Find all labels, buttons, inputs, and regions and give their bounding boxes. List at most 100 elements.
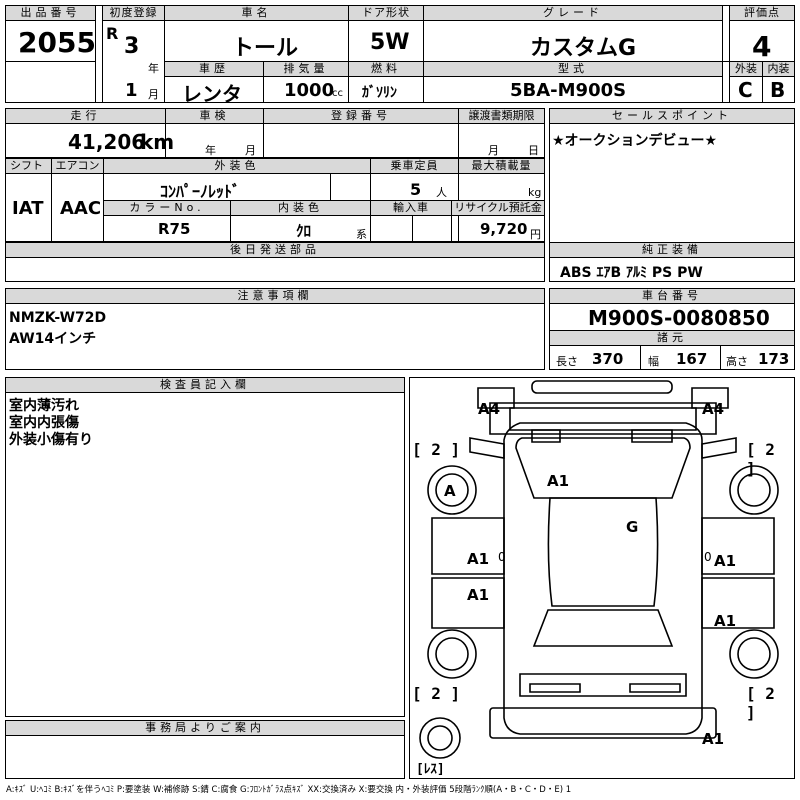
lot-no: 2055 <box>18 26 96 59</box>
reg-month-unit: 月 <box>148 88 159 101</box>
transfer-month-unit: 月 <box>488 144 499 157</box>
import-label: 輸入車 <box>371 201 451 216</box>
inspector-line1: 室内薄汚れ <box>9 398 79 414</box>
mark-a4-right: A4 <box>702 400 725 418</box>
car-damage-diagram: A4 A4 [ 2 ] [ 2 ] A A1 G A1 0 0 A1 A1 A1… <box>409 377 795 779</box>
color-no-label: カラーNo. <box>104 201 230 216</box>
displacement: 1000 <box>284 80 335 101</box>
capacity: 5 <box>410 180 422 199</box>
notes-label: 注意事項欄 <box>6 289 544 304</box>
inspection-year-unit: 年 <box>205 144 216 157</box>
fuel-label: 燃料 <box>349 62 423 77</box>
chassis-label: 車台番号 <box>550 289 794 304</box>
mark-a1-roof: A1 <box>547 472 570 490</box>
inspector-box <box>5 377 405 717</box>
mark-a1-right-rear: A1 <box>714 612 737 630</box>
car-outline-drawing <box>419 380 779 759</box>
notes-line1: NMZK-W72D <box>9 310 107 326</box>
notes-box <box>5 288 545 370</box>
displacement-label: 排気量 <box>264 62 348 77</box>
mark-zero-right: 0 <box>704 550 712 564</box>
max-load-label: 最大積載量 <box>459 159 544 174</box>
aircon-label: エアコン <box>52 159 103 174</box>
ext-color-label: 外装色 <box>104 159 370 174</box>
inspector-line2: 室内内張傷 <box>9 415 79 431</box>
recycle: 9,720 <box>480 220 528 238</box>
exterior-grade: C <box>738 78 753 102</box>
mark-a-wheel: A <box>444 482 456 500</box>
mark-b2-top-right: [ 2 ] <box>746 440 775 478</box>
aircon: AAC <box>60 198 102 219</box>
transfer-label: 譲渡書類期限 <box>459 109 544 124</box>
int-color: ｸﾛ <box>296 222 312 240</box>
lot-no-label: 出品番号 <box>6 6 95 21</box>
model-code: 5BA-M900S <box>510 80 627 101</box>
width: 167 <box>676 350 708 368</box>
inspector-line3: 外装小傷有り <box>9 432 93 448</box>
mark-a1-left-rear: A1 <box>467 586 490 604</box>
capacity-unit: 人 <box>436 186 447 199</box>
header-row <box>5 5 795 103</box>
max-load-unit: kg <box>528 186 542 199</box>
sales-point: ★オークションデビュー★ <box>552 133 718 149</box>
int-color-unit: 系 <box>356 228 367 241</box>
reg-year-unit: 年 <box>148 62 159 75</box>
equipment-box <box>549 242 795 282</box>
mark-b2-bottom-left: [ 2 ] <box>412 684 461 703</box>
chassis-no: M900S-0080850 <box>588 306 770 330</box>
width-label: 幅 <box>648 355 659 368</box>
era: R <box>106 24 119 43</box>
mark-zero-left: 0 <box>498 550 506 564</box>
exterior-label: 外装 <box>730 62 762 77</box>
office-box <box>5 720 405 779</box>
history: レンタ <box>182 82 242 106</box>
grade: カスタムG <box>530 36 637 61</box>
mark-a1-rear: A1 <box>702 730 725 748</box>
inspector-label: 検査員記入欄 <box>6 378 404 393</box>
chassis-box <box>549 288 795 370</box>
mark-a4-left: A4 <box>478 400 501 418</box>
car-name-label: 車名 <box>165 6 348 21</box>
mark-b2-bottom-right: [ 2 ] <box>746 684 775 722</box>
inspection-month-unit: 月 <box>245 144 256 157</box>
reg-month: 1 <box>125 80 138 101</box>
interior-label: 内装 <box>763 62 794 77</box>
car-name: トール <box>232 36 299 61</box>
displacement-unit: cc <box>332 88 343 99</box>
mark-a1-right-front: A1 <box>714 552 737 570</box>
mileage-row <box>5 108 545 158</box>
legend: A:ｷｽﾞ U:ﾍｺﾐ B:ｷｽﾞを伴うﾍｺﾐ P:要塗装 W:補修跡 S:錆 … <box>6 785 572 795</box>
transfer-day-unit: 日 <box>528 144 539 157</box>
history-label: 車歴 <box>165 62 263 77</box>
color-no: R75 <box>158 220 191 238</box>
later-parts-box <box>5 242 545 282</box>
door: 5W <box>370 30 410 55</box>
model-code-label: 型式 <box>424 62 722 77</box>
sales-point-label: セールスポイント <box>550 109 794 124</box>
fuel: ｶﾞｿﾘﾝ <box>362 85 397 101</box>
capacity-label: 乗車定員 <box>371 159 458 174</box>
score: 4 <box>752 30 772 63</box>
reg-no-label: 登録番号 <box>264 109 458 124</box>
recycle-label: リサイクル預託金 <box>452 201 544 216</box>
mark-b2-top-left: [ 2 ] <box>412 440 461 459</box>
shift: IAT <box>12 198 44 219</box>
ext-color: ｺﾝﾊﾟｰﾉﾚｯﾄﾞ <box>160 182 241 201</box>
mark-a1-left-front: A1 <box>467 550 490 568</box>
int-color-label: 内装色 <box>231 201 370 216</box>
office-label: 事務局よりご案内 <box>6 721 404 736</box>
length: 370 <box>592 350 624 368</box>
mark-g-glass: G <box>626 518 639 536</box>
later-parts-label: 後日発送部品 <box>6 243 544 258</box>
mark-spare: [ﾚｽ] <box>416 762 445 777</box>
notes-line2: AW14インチ <box>9 331 97 347</box>
shift-label: シフト <box>6 159 51 174</box>
height-label: 高さ <box>726 355 748 368</box>
height: 173 <box>758 350 790 368</box>
first-reg-label: 初度登録 <box>103 6 164 21</box>
recycle-unit: 円 <box>530 228 541 241</box>
score-label: 評価点 <box>730 6 794 21</box>
inspection-label: 車検 <box>166 109 263 124</box>
length-label: 長さ <box>556 355 578 368</box>
mileage-label: 走行 <box>6 109 165 124</box>
